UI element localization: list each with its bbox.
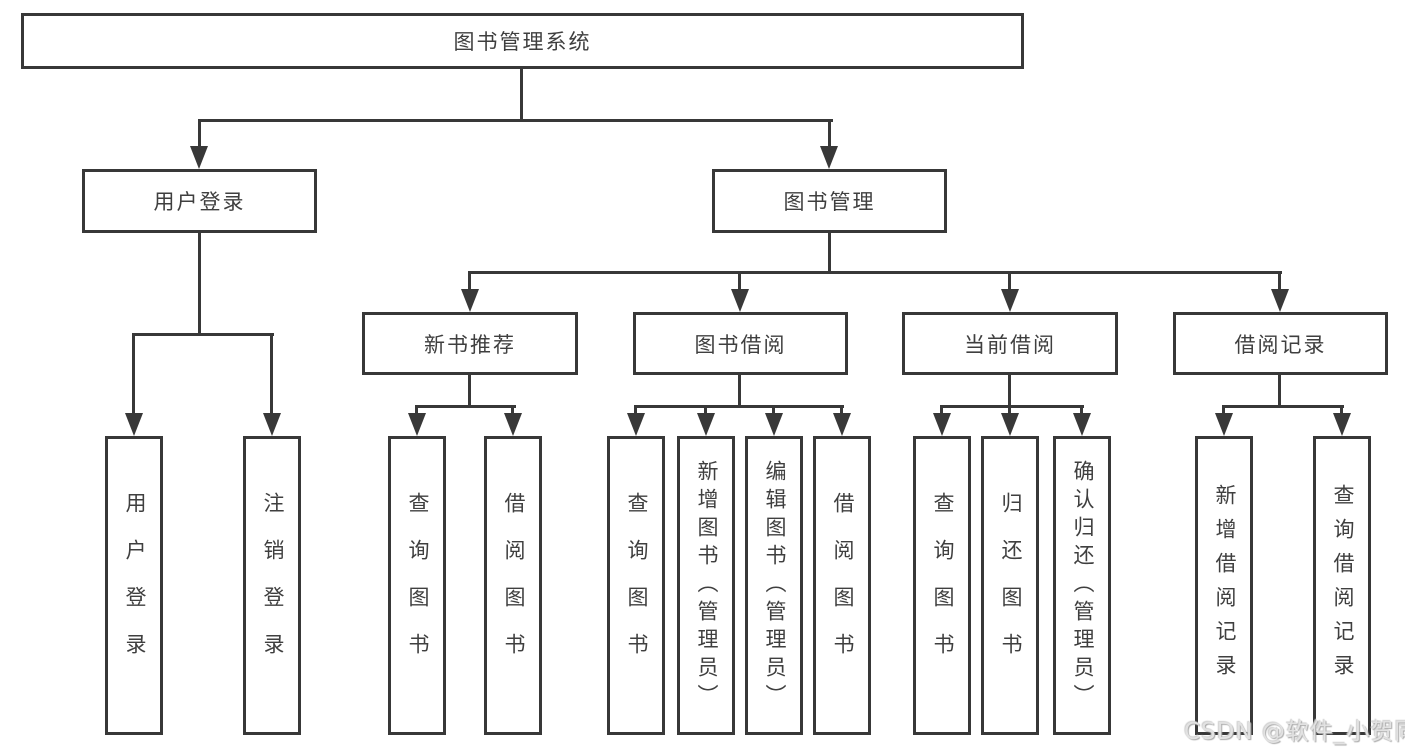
connector-line bbox=[704, 405, 707, 416]
connector-line bbox=[1340, 405, 1343, 416]
node-leaf-cb-return-book: 归还图书 bbox=[981, 436, 1039, 735]
node-leaf-bb-borrow-book: 借阅图书 bbox=[813, 436, 871, 735]
arrow-down-icon bbox=[1073, 413, 1091, 436]
node-book-management: 图书管理 bbox=[712, 169, 947, 233]
node-leaf-nb-query-book: 查询图书 bbox=[388, 436, 446, 735]
arrow-down-icon bbox=[1001, 413, 1019, 436]
connector-line bbox=[828, 119, 831, 148]
connector-line bbox=[468, 375, 471, 408]
node-leaf-cb-query-book: 查询图书 bbox=[913, 436, 971, 735]
arrow-down-icon bbox=[1333, 413, 1351, 436]
node-user-login: 用户登录 bbox=[82, 169, 317, 233]
node-leaf-bb-edit-book-admin: 编辑图书（管理员） bbox=[745, 436, 803, 735]
node-leaf-br-query-record: 查询借阅记录 bbox=[1313, 436, 1371, 735]
arrow-down-icon bbox=[1271, 289, 1289, 312]
arrow-down-icon bbox=[933, 413, 951, 436]
arrow-down-icon bbox=[190, 146, 208, 169]
connector-line bbox=[468, 271, 1282, 274]
connector-line bbox=[738, 271, 741, 292]
connector-line bbox=[520, 69, 523, 121]
connector-line bbox=[132, 333, 274, 336]
arrow-down-icon bbox=[731, 289, 749, 312]
connector-line bbox=[634, 405, 844, 408]
arrow-down-icon bbox=[765, 413, 783, 436]
connector-line bbox=[1222, 405, 1344, 408]
connector-line bbox=[940, 405, 1084, 408]
connector-line bbox=[270, 333, 273, 417]
node-leaf-cb-confirm-return-admin: 确认归还（管理员） bbox=[1053, 436, 1111, 735]
arrow-down-icon bbox=[263, 413, 281, 436]
connector-line bbox=[198, 119, 201, 148]
node-leaf-user-login: 用户登录 bbox=[105, 436, 163, 735]
connector-line bbox=[415, 405, 418, 416]
connector-line bbox=[828, 233, 831, 274]
connector-line bbox=[940, 405, 943, 416]
arrow-down-icon bbox=[125, 413, 143, 436]
node-leaf-logout: 注销登录 bbox=[243, 436, 301, 735]
connector-line bbox=[1008, 271, 1011, 292]
connector-line bbox=[511, 405, 514, 416]
connector-line bbox=[1278, 375, 1281, 408]
node-new-book-recommend: 新书推荐 bbox=[362, 312, 578, 375]
node-book-borrow: 图书借阅 bbox=[633, 312, 848, 375]
node-borrow-record: 借阅记录 bbox=[1173, 312, 1388, 375]
node-current-borrow: 当前借阅 bbox=[902, 312, 1118, 375]
node-leaf-br-add-record: 新增借阅记录 bbox=[1195, 436, 1253, 735]
connector-line bbox=[1008, 375, 1011, 408]
arrow-down-icon bbox=[833, 413, 851, 436]
arrow-down-icon bbox=[1215, 413, 1233, 436]
connector-line bbox=[198, 233, 201, 336]
arrow-down-icon bbox=[1001, 289, 1019, 312]
connector-line bbox=[198, 119, 833, 122]
node-leaf-nb-borrow-book: 借阅图书 bbox=[484, 436, 542, 735]
connector-line bbox=[840, 405, 843, 416]
connector-line bbox=[1008, 405, 1011, 416]
arrow-down-icon bbox=[408, 413, 426, 436]
connector-line bbox=[634, 405, 637, 416]
connector-line bbox=[415, 405, 516, 408]
connector-line bbox=[1278, 271, 1281, 292]
node-leaf-bb-add-book-admin: 新增图书（管理员） bbox=[677, 436, 735, 735]
arrow-down-icon bbox=[627, 413, 645, 436]
arrow-down-icon bbox=[461, 289, 479, 312]
node-leaf-bb-query-book: 查询图书 bbox=[607, 436, 665, 735]
connector-line bbox=[132, 333, 135, 417]
connector-line bbox=[1080, 405, 1083, 416]
connector-line bbox=[1222, 405, 1225, 416]
arrow-down-icon bbox=[820, 146, 838, 169]
node-root: 图书管理系统 bbox=[21, 13, 1024, 69]
arrow-down-icon bbox=[697, 413, 715, 436]
csdn-watermark: CSDN @软件_小贺同学 bbox=[1184, 719, 1405, 745]
connector-line bbox=[772, 405, 775, 416]
connector-line bbox=[738, 375, 741, 408]
connector-line bbox=[468, 271, 471, 292]
arrow-down-icon bbox=[504, 413, 522, 436]
